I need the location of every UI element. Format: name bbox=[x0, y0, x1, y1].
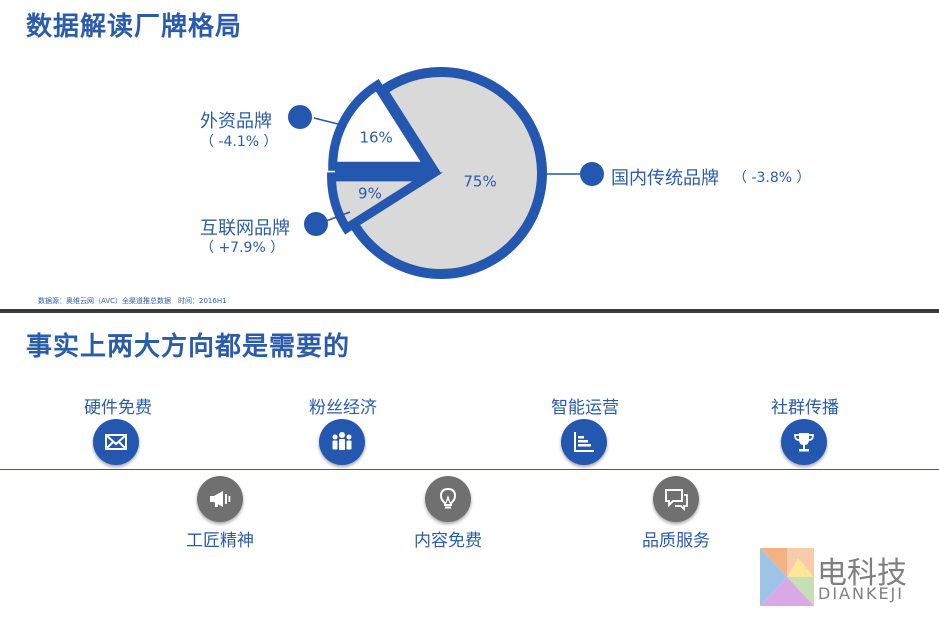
legend-label-foreign: 外资品牌 bbox=[200, 111, 272, 132]
logo-icon bbox=[760, 548, 814, 606]
item-label-hardware-free: 硬件免费 bbox=[84, 398, 152, 418]
data-label-internet: 16% bbox=[359, 128, 392, 146]
page-title: 数据解读厂牌格局 bbox=[26, 12, 243, 42]
item-label-community-spread: 社群传播 bbox=[771, 398, 839, 418]
pie-slice-internet bbox=[328, 78, 437, 171]
marker-dot-domestic bbox=[580, 162, 604, 186]
legend-label-internet: 互联网品牌 bbox=[200, 218, 290, 239]
marker-dot-foreign bbox=[288, 105, 312, 129]
item-label-fan-economy: 粉丝经济 bbox=[309, 398, 377, 418]
logo-text-en: DIANKEJI bbox=[818, 584, 904, 603]
timeline-axis bbox=[0, 469, 939, 470]
section-title: 事实上两大方向都是需要的 bbox=[26, 332, 351, 362]
change-label-internet: （ +7.9% ） bbox=[200, 240, 285, 256]
item-label-content-free: 内容免费 bbox=[414, 531, 482, 551]
item-label-smart-operation: 智能运营 bbox=[551, 398, 619, 418]
change-label-foreign: （ -4.1% ） bbox=[200, 134, 278, 150]
data-label-domestic: 75% bbox=[463, 173, 496, 191]
data-label-foreign: 9% bbox=[358, 185, 382, 203]
pie-slice-domestic bbox=[359, 77, 537, 270]
section-divider bbox=[0, 309, 939, 313]
chat-icon bbox=[653, 476, 699, 522]
people-icon bbox=[319, 419, 365, 465]
source-note: 数据源：奥维云网（AVC）全渠道推总数据 时间：2016H1 bbox=[38, 297, 227, 305]
marker-dot-internet bbox=[304, 212, 328, 236]
megaphone-icon bbox=[197, 476, 243, 522]
connector-foreign bbox=[313, 117, 343, 126]
logo-text-cn: 电科技 bbox=[817, 556, 907, 591]
pie-slice-foreign bbox=[327, 172, 444, 235]
change-label-domestic: （ -3.8% ） bbox=[733, 170, 811, 186]
bar-chart-icon bbox=[561, 419, 607, 465]
pie-chart: 75% 9% 16% bbox=[288, 67, 604, 279]
envelope-icon bbox=[93, 419, 139, 465]
legend-label-domestic: 国内传统品牌 bbox=[611, 168, 719, 189]
lightbulb-icon bbox=[425, 476, 471, 522]
trophy-icon bbox=[781, 419, 827, 465]
item-label-craftsmanship: 工匠精神 bbox=[186, 531, 254, 551]
item-label-quality-service: 品质服务 bbox=[642, 531, 710, 551]
